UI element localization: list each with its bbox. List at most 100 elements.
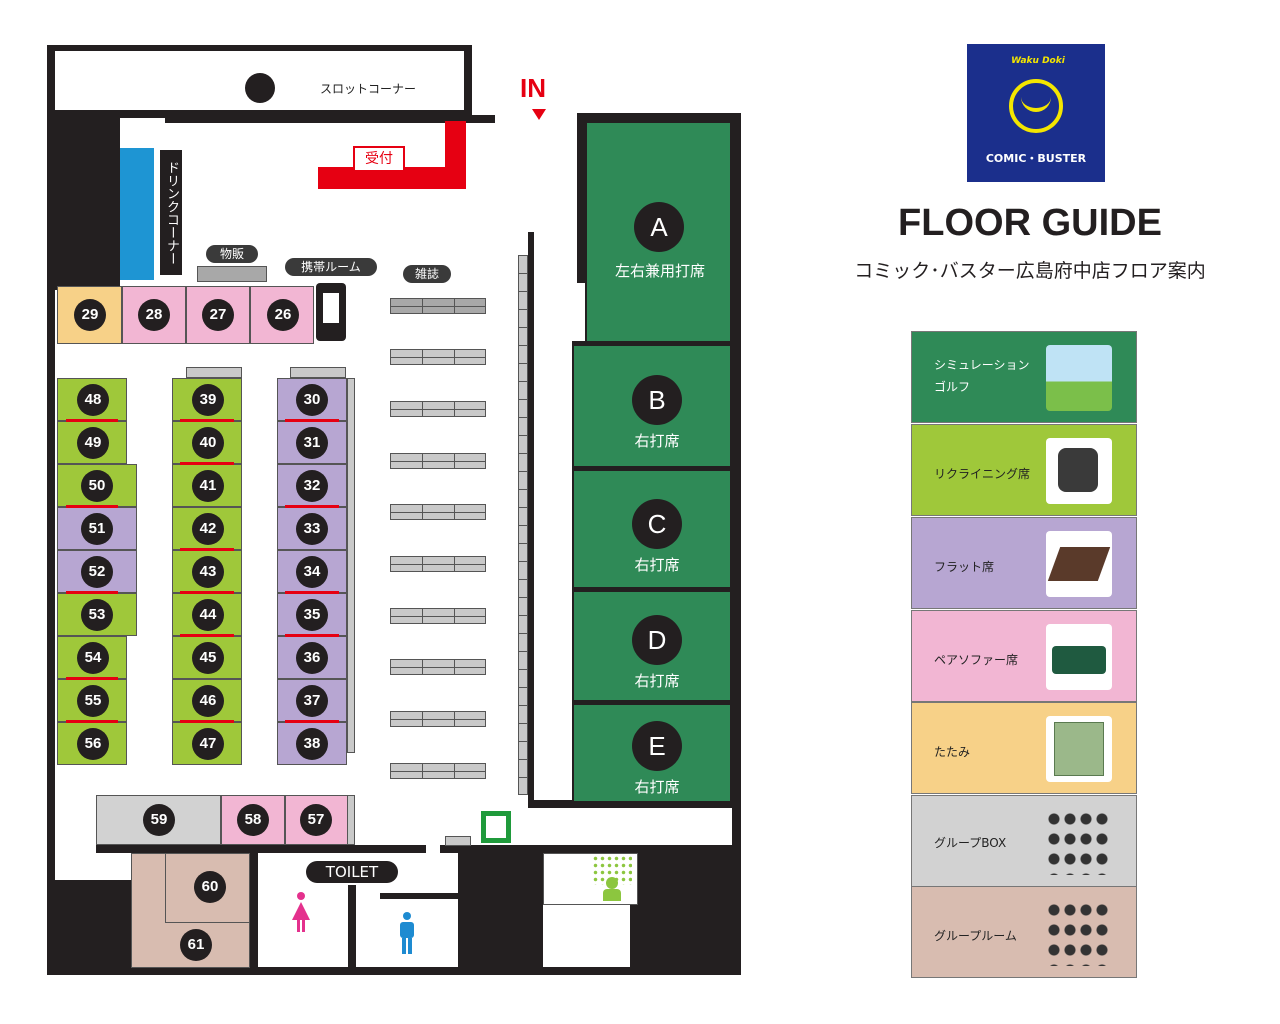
legend-row-flat: フラット席 [911,517,1137,609]
group-people-photo-icon [1046,809,1112,875]
legend-row-group-box: グループBOX [911,795,1137,887]
seat-number: 48 [77,384,109,416]
golf-bay-letter: C [632,499,682,549]
slot-corner-label: スロットコーナー [320,82,417,96]
flat-mat-photo-icon [1046,531,1112,597]
seat-number: 38 [296,728,328,760]
magazine-shelf [390,659,486,675]
legend-label-line: ゴルフ [934,380,971,394]
brand-logo: Waku Doki COMIC・BUSTER [967,44,1105,182]
seat-number: 46 [192,685,224,717]
booth-pair-sofa[interactable] [122,286,186,344]
divider [66,505,118,508]
shop-shelf [197,266,267,282]
wall [572,341,737,346]
legend-row-pair-sofa: ペアソファー席 [911,610,1137,702]
seat-number: 35 [296,599,328,631]
logo-tagline: Waku Doki [1011,56,1065,66]
legend-row-group-room: グループルーム [911,886,1137,978]
top-ledge [186,367,242,378]
mascot-icon [1009,79,1063,133]
golf-bay-letter: B [632,375,682,425]
golf-bay-letter: D [632,615,682,665]
wall [47,45,472,51]
seat-number: 34 [296,556,328,588]
divider [66,419,118,422]
recliner-chair-photo-icon [1046,438,1112,504]
divider [285,419,339,422]
top-ledge [290,367,346,378]
seat-number: 26 [267,299,299,331]
seat-number: 30 [296,384,328,416]
magazine-shelf [390,711,486,727]
seat-number: 31 [296,427,328,459]
seat-number: 55 [77,685,109,717]
seat-number: 54 [77,642,109,674]
no-smoking-icon [245,73,275,103]
legend-label: グループBOX [934,836,1007,850]
magazine-shelf [390,349,486,365]
wall [55,110,120,290]
female-toilet-icon [292,892,310,932]
page-subtitle: コミック･バスター広島府中店フロア案内 [854,260,1206,282]
seat-number: 56 [77,728,109,760]
seat-number: 57 [300,804,332,836]
divider [66,677,118,680]
seat-number: 29 [74,299,106,331]
phone-room-label: 携帯ルーム [285,258,377,276]
mascot-face-icon [1021,94,1051,112]
seat-number: 37 [296,685,328,717]
divider [180,634,234,637]
wall [572,587,737,592]
golf-bay-label: 右打席 [634,432,680,450]
seat-number: 27 [202,299,234,331]
wall [572,466,737,471]
tatami-photo-icon [1046,716,1112,782]
divider [180,462,234,465]
wall [630,845,740,975]
seat-number: 50 [81,470,113,502]
seat-number: 59 [143,804,175,836]
seat-number: 36 [296,642,328,674]
divider [66,720,118,723]
booth-pair-sofa[interactable] [186,286,250,344]
wall [440,845,740,853]
divider [285,634,339,637]
drink-corner [120,148,154,280]
wall [165,115,495,123]
magazine-shelf [390,298,486,314]
legend-label: グループルーム [934,929,1017,943]
seat-number: 58 [237,804,269,836]
magazine-shelf [390,401,486,417]
floor-map: スロットコーナー IN 受付 ドリンクコーナー 物販 携帯ルーム 雑誌 29 2… [47,45,741,975]
seat-number: 52 [81,556,113,588]
legend-row-tatami: たたみ [911,702,1137,794]
legend-label: たたみ [934,745,971,759]
wall [47,880,131,975]
drink-corner-label: ドリンクコーナー [160,150,182,275]
seat-number: 53 [81,599,113,631]
seat-number: 44 [192,599,224,631]
side-shelf [347,795,355,845]
reception-counter [318,167,466,189]
seat-number: 60 [194,871,226,903]
golf-bay-letter: E [632,721,682,771]
phone-icon [316,283,346,341]
shop-label: 物販 [206,245,258,263]
wall [464,45,472,117]
pair-sofa-photo-icon [1046,624,1112,690]
slot-corner: スロットコーナー [55,51,464,110]
wall [47,110,472,118]
side-shelf [347,378,355,753]
seat-number: 39 [192,384,224,416]
reception-label: 受付 [353,146,405,172]
golf-bay-letter: A [634,202,684,252]
golf-bay-label: 右打席 [634,556,680,574]
seat-number: 33 [296,513,328,545]
shower-icon [592,855,632,901]
magazine-label: 雑誌 [403,265,451,283]
wall [96,845,426,853]
legend-label: シミュレーションゴルフ [934,354,1030,398]
entrance-arrow-icon [532,109,546,120]
seat-number: 43 [192,556,224,588]
